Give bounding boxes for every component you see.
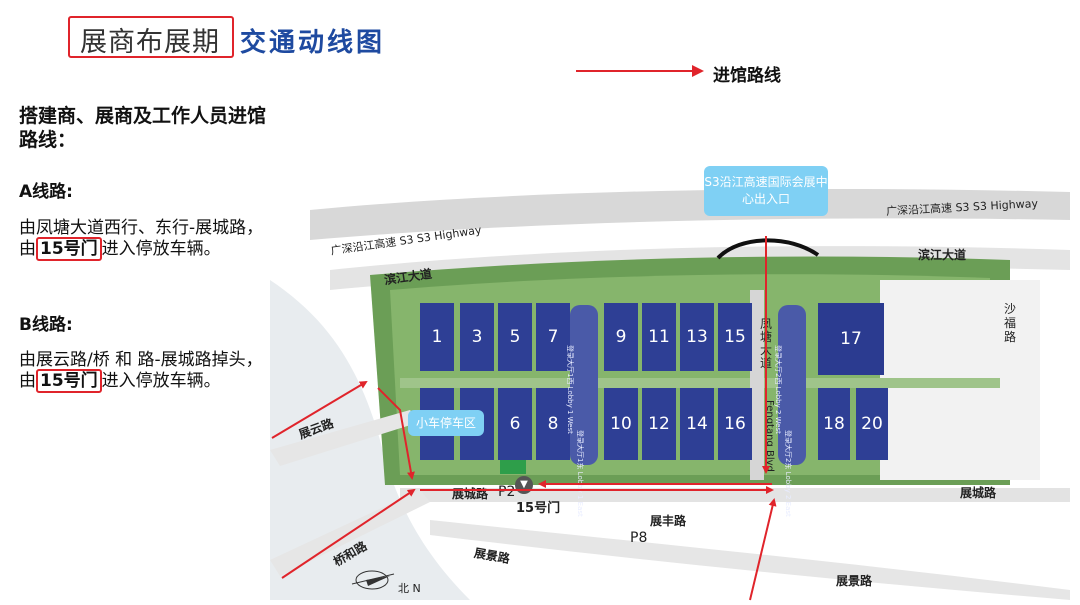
hall-8: 8 (536, 388, 570, 460)
north-label: 北 N (398, 582, 421, 595)
compass-icon (351, 570, 395, 590)
road-zhancheng-right: 展城路 (960, 486, 997, 500)
gate-label: 15号门 (516, 501, 561, 516)
hall-16: 16 (718, 388, 752, 460)
parking-bubble: 小车停车区 (408, 410, 484, 436)
route-a-after: 进入停放车辆。 (101, 239, 221, 259)
parking-p8: P8 (630, 530, 648, 546)
title-highlight-box (68, 16, 234, 58)
hall-9: 9 (604, 303, 638, 371)
route-b-title: B线路: (19, 315, 73, 335)
legend-arrow-icon (576, 65, 704, 77)
hall-7: 7 (536, 303, 570, 371)
route-a-gate: 15号门 (36, 237, 102, 261)
road-binjiang-right: 滨江大道 (918, 248, 967, 262)
hall-5: 5 (498, 303, 532, 371)
route-b-gate: 15号门 (36, 369, 102, 393)
title-highlight: 展商布展期 (80, 27, 220, 58)
parking-p2: P2 (498, 484, 516, 500)
hall-13: 13 (680, 303, 714, 371)
hall-1: 1 (420, 303, 454, 371)
hall-11: 11 (642, 303, 676, 371)
title-rest: 交通动线图 (240, 28, 386, 58)
route-b-after: 进入停放车辆。 (101, 371, 221, 391)
hall-17: 17 (818, 303, 884, 375)
route-heading: 搭建商、展商及工作人员进馆路线： (19, 105, 267, 151)
road-zhanfeng: 展丰路 (650, 514, 687, 528)
hall-12: 12 (642, 388, 676, 460)
route-b-before: 由展云路/桥 和 路-展城路掉头，由 (19, 350, 263, 391)
road-shafu: 沙福路 (1004, 302, 1017, 344)
hall-15: 15 (718, 303, 752, 371)
road-zhanjing-right: 展景路 (836, 574, 873, 588)
hall-20: 20 (856, 388, 888, 460)
route-a-before: 由凤塘大道西行、东行-展城路，由 (19, 218, 264, 259)
exit-bubble: S3沿江高速国际会展中心出入口 (704, 166, 828, 216)
legend-label: 进馆路线 (713, 66, 781, 86)
hall-10: 10 (604, 388, 638, 460)
hall-18: 18 (818, 388, 850, 460)
route-a-title: A线路: (19, 182, 73, 202)
hall-14: 14 (680, 388, 714, 460)
hall-3: 3 (460, 303, 494, 371)
hall-6: 6 (498, 388, 532, 460)
